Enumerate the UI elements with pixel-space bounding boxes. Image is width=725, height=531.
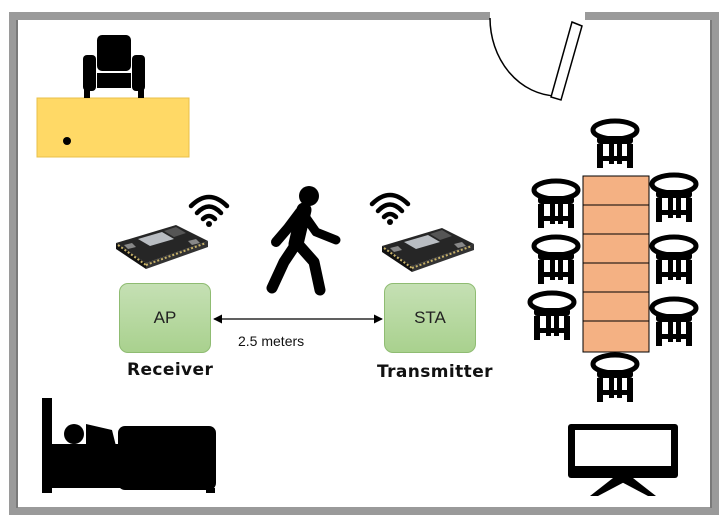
walking-person-icon	[266, 186, 341, 296]
wifi-icon	[191, 197, 227, 227]
stool-icon	[652, 175, 696, 222]
sofa-table	[36, 97, 190, 158]
dining-table	[582, 175, 650, 353]
room-walls	[9, 12, 719, 515]
stool-icon	[530, 293, 574, 340]
stool-icon	[652, 299, 696, 346]
stool-icon	[593, 121, 637, 168]
receiver-caption: Receiver	[127, 360, 214, 380]
stool-icon	[652, 237, 696, 284]
esp32-board-icon	[115, 224, 209, 270]
table-dot	[63, 137, 71, 145]
distance-label: 2.5 meters	[238, 333, 305, 349]
bed-icon	[42, 398, 216, 493]
stool-icon	[593, 355, 637, 402]
armchair-icon	[83, 35, 145, 98]
stool-icon	[534, 181, 578, 228]
door-icon	[489, 17, 583, 101]
stool-icon	[534, 237, 578, 284]
sta-label: STA	[414, 308, 446, 327]
transmitter-caption: Transmitter	[377, 362, 493, 382]
tv-icon	[568, 424, 678, 496]
esp32-board-icon	[381, 227, 475, 273]
wifi-icon	[372, 195, 408, 225]
ap-node: AP	[119, 283, 211, 353]
ap-label: AP	[153, 308, 177, 327]
sta-node: STA	[384, 283, 476, 353]
